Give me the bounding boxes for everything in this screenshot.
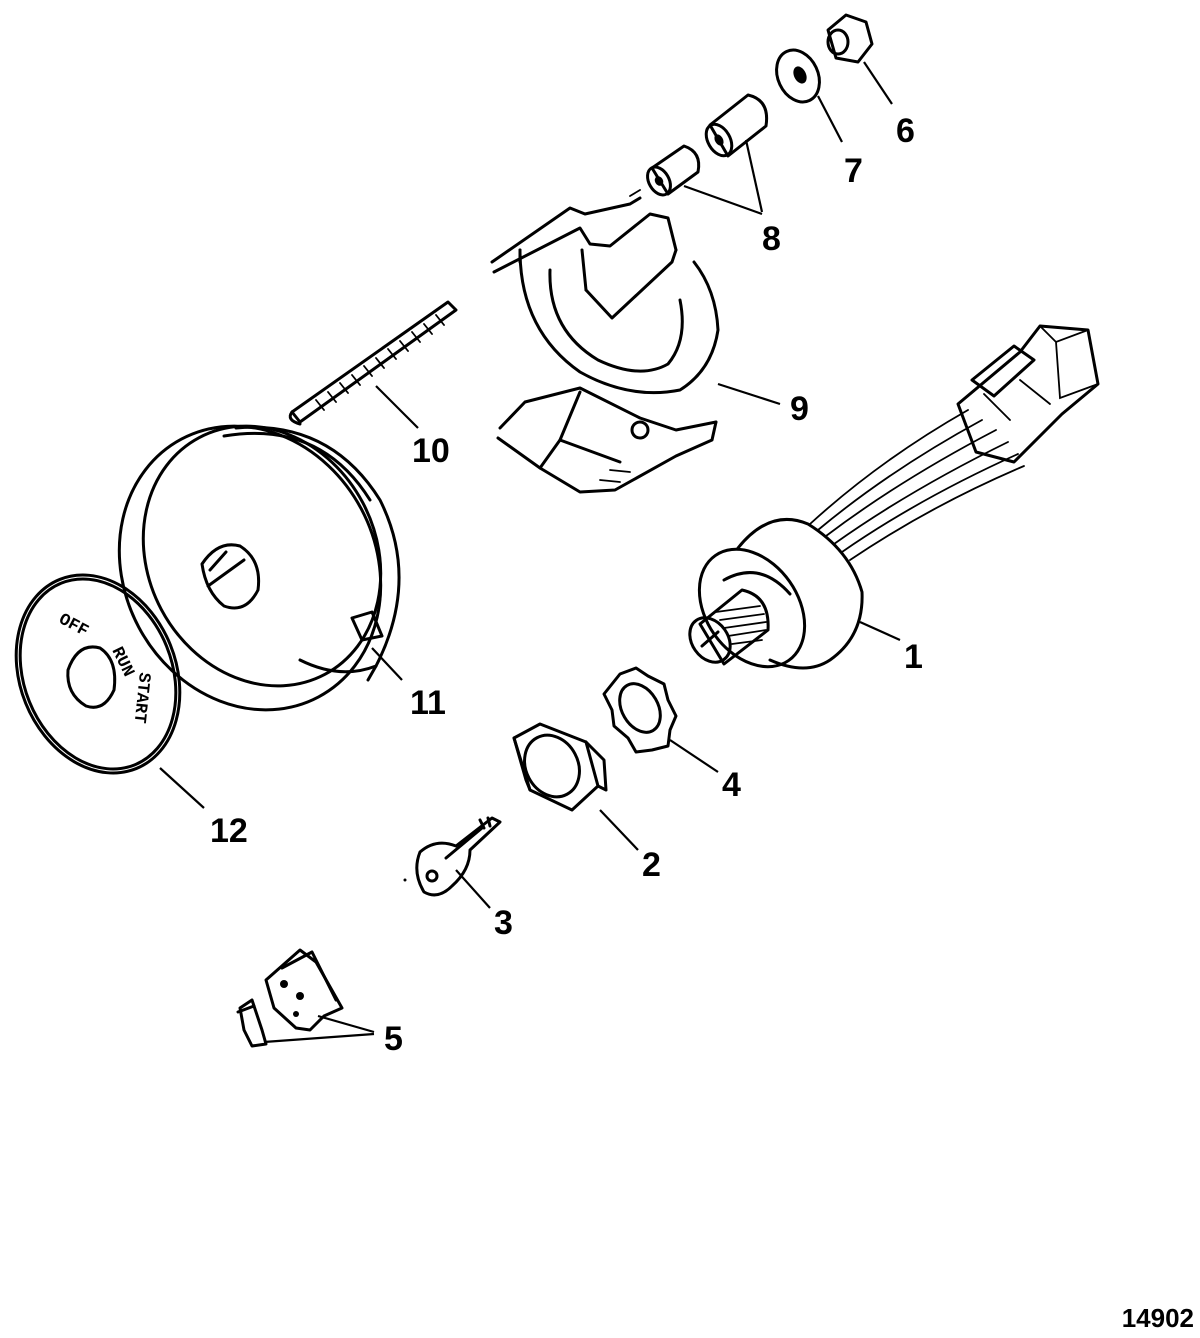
callout-12: 12	[210, 812, 248, 850]
part-8-spacers	[629, 93, 769, 197]
callout-8: 8	[762, 220, 781, 258]
leader-7	[817, 95, 843, 143]
leader-6	[863, 61, 893, 105]
callout-11: 11	[410, 684, 446, 722]
callout-1: 1	[904, 638, 923, 676]
figure-number: 14902	[1121, 1303, 1194, 1333]
leader-12	[159, 767, 205, 809]
callout-9: 9	[790, 390, 809, 428]
part-2-hex-nut	[512, 722, 608, 812]
callout-4: 4	[722, 766, 741, 804]
part-7-washer	[775, 48, 821, 104]
leader-10	[375, 385, 419, 429]
leader-3	[455, 869, 491, 909]
part-5-cover-clip	[236, 948, 344, 1048]
part-1-ignition-switch	[688, 324, 1100, 670]
leader-5a	[317, 1014, 375, 1034]
part-6-hex-nut	[826, 13, 874, 64]
callout-2: 2	[642, 846, 661, 884]
dial-label-start: START	[129, 671, 153, 724]
part-11-bezel	[117, 424, 401, 712]
leader-8b	[744, 139, 764, 213]
leader-8a	[683, 184, 763, 216]
callout-3: 3	[494, 904, 513, 942]
callout-10: 10	[412, 432, 450, 470]
callout-7: 7	[844, 152, 863, 190]
callout-6: 6	[896, 112, 915, 150]
leader-5b	[263, 1032, 375, 1044]
part-4-lock-washer	[602, 666, 678, 754]
part-9-bracket	[490, 196, 720, 494]
dial-label-off: OFF	[55, 611, 91, 642]
callout-numbers: 1 2 3 4 5 6 7 8 9 10 11 12	[210, 112, 923, 1058]
leader-lines	[159, 61, 901, 1044]
part-3-key	[403, 816, 502, 897]
leader-9	[717, 382, 781, 406]
leader-2	[599, 809, 639, 851]
leader-1	[859, 620, 901, 642]
part-10-threaded-stud	[288, 300, 458, 426]
part-12-label-plate: OFF RUN START	[14, 573, 182, 775]
leader-4	[669, 739, 719, 773]
leader-11	[371, 647, 403, 681]
callout-5: 5	[384, 1020, 403, 1058]
